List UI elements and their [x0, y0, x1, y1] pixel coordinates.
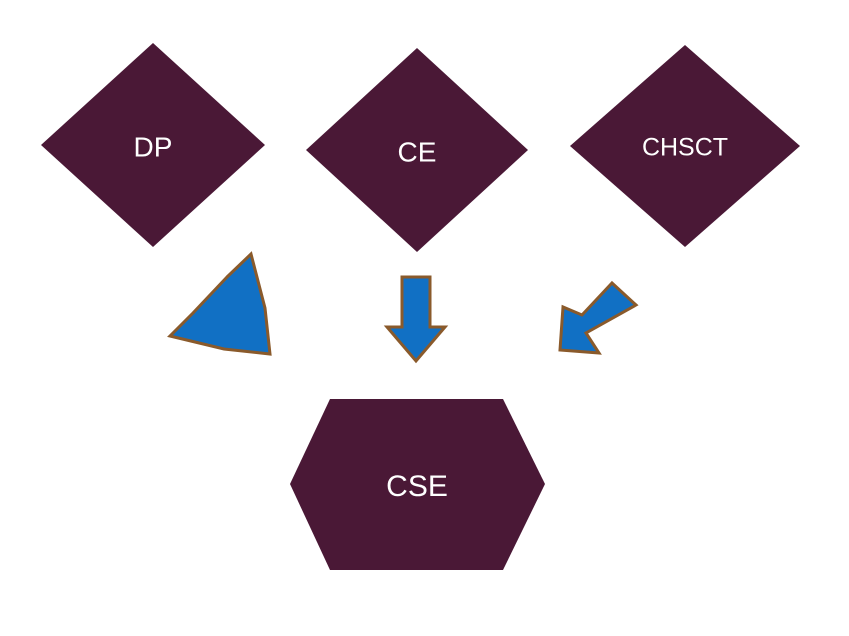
chsct-diamond	[570, 45, 800, 247]
cse-hexagon	[290, 399, 545, 570]
arrow-down-left-icon	[558, 280, 639, 355]
arrow-down-icon	[383, 275, 449, 364]
cse-label: CSE	[386, 470, 448, 503]
ce-diamond	[306, 48, 528, 252]
dp-label: DP	[134, 131, 173, 162]
arrow-down-right-icon	[167, 251, 272, 356]
dp-diamond	[41, 43, 265, 247]
node-cse: CSE	[290, 399, 545, 570]
node-chsct: CHSCT	[570, 45, 800, 247]
ce-label: CE	[398, 136, 437, 167]
node-ce: CE	[306, 48, 528, 252]
node-dp: DP	[41, 43, 265, 247]
chsct-label: CHSCT	[642, 134, 728, 162]
